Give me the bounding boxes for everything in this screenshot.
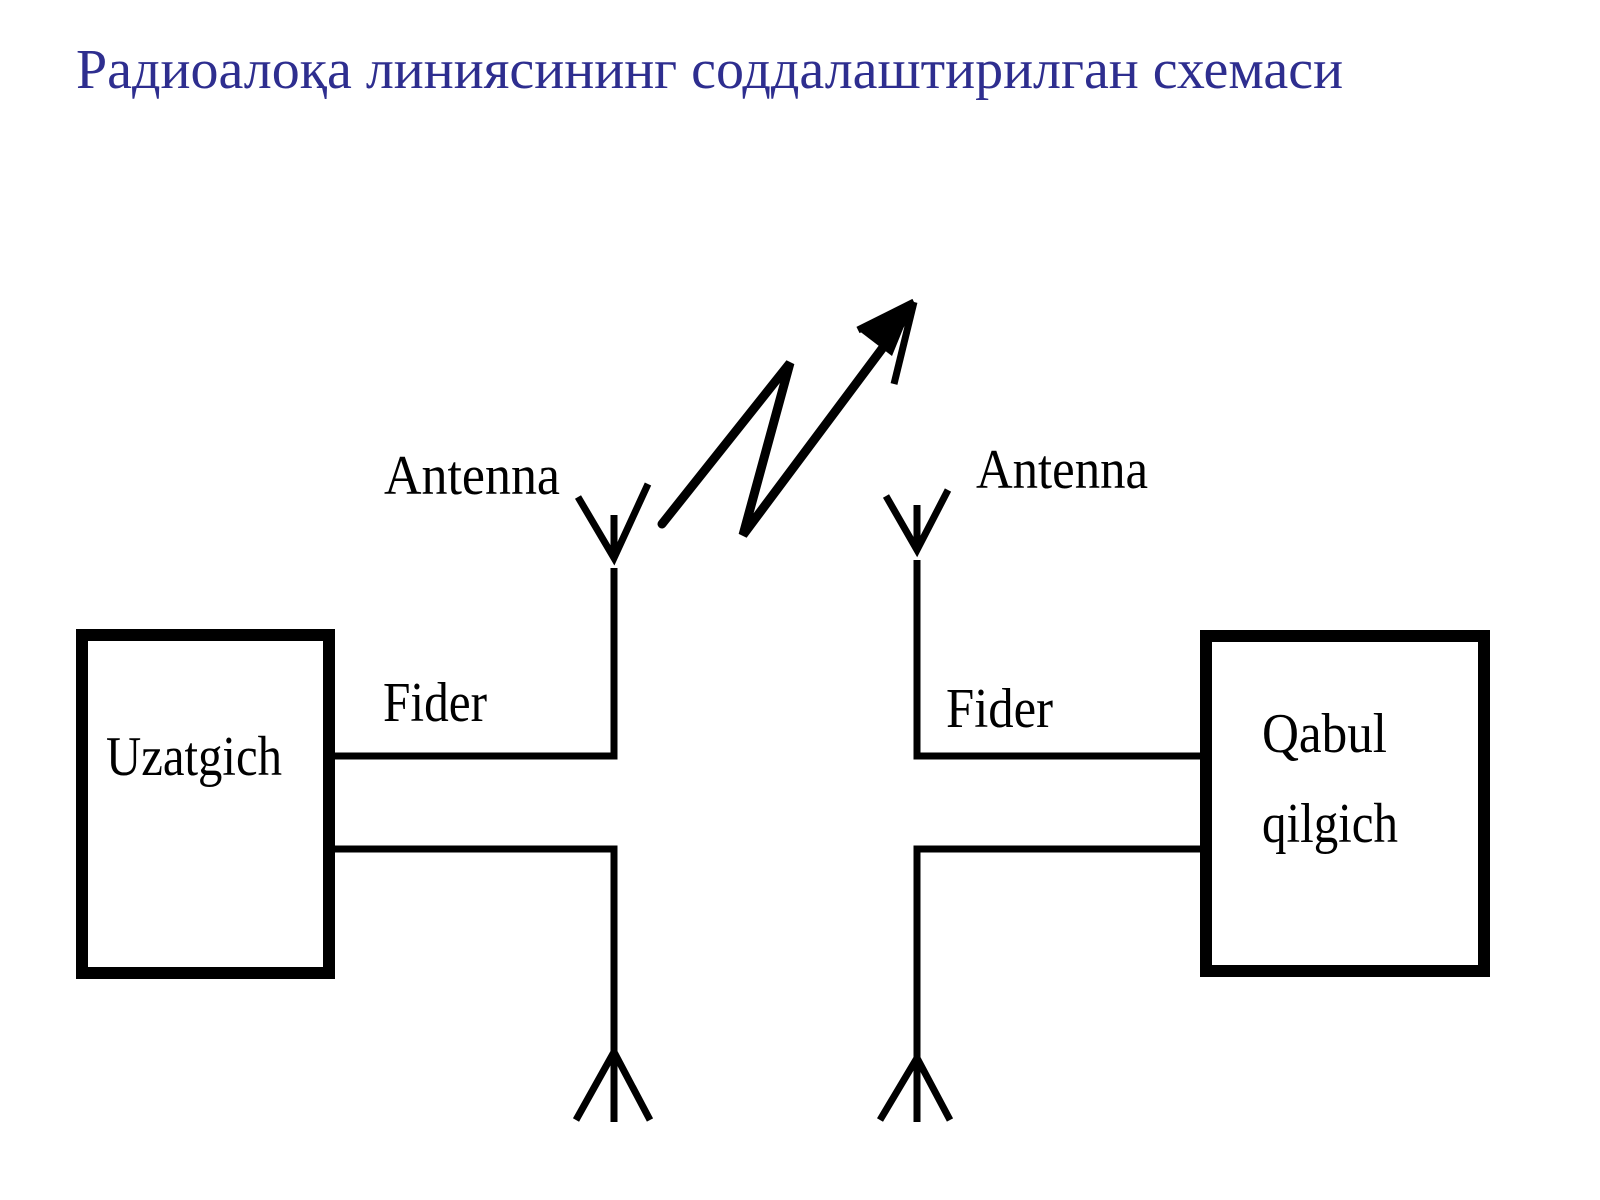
antenna-left-top-icon: Antenna — [384, 445, 652, 566]
feeder-left-lower-line — [335, 845, 618, 1122]
antenna-right-bottom-icon — [876, 1050, 954, 1122]
transmitter-block: Uzatgich — [76, 629, 335, 979]
antenna-right-label: Antenna — [976, 439, 1148, 501]
feeder-right-lower-line — [913, 845, 1202, 1122]
feeder-right: Fider — [913, 560, 1202, 1122]
antenna-right-top-icon: Antenna — [882, 439, 1148, 558]
antenna-left-bottom-icon — [572, 1044, 654, 1122]
receiver-label-line2: qilgich — [1262, 793, 1398, 855]
antenna-left-label: Antenna — [384, 445, 560, 507]
feeder-right-upper-line — [913, 560, 1202, 760]
feeder-left: Fider — [335, 568, 618, 1122]
transmitter-label: Uzatgich — [106, 726, 282, 788]
feeder-left-upper-line — [335, 568, 618, 760]
receiver-label-line1: Qabul — [1262, 703, 1387, 765]
feeder-right-label: Fider — [946, 678, 1053, 740]
transmitter-box — [76, 629, 335, 979]
feeder-left-label: Fider — [383, 672, 487, 734]
receiver-box — [1200, 630, 1490, 977]
receiver-block: Qabul qilgich — [1200, 630, 1490, 977]
radio-wave-arrow-icon — [657, 298, 918, 538]
page-title: Радиоалоқа линиясининг соддалаштирилган … — [76, 39, 1344, 101]
